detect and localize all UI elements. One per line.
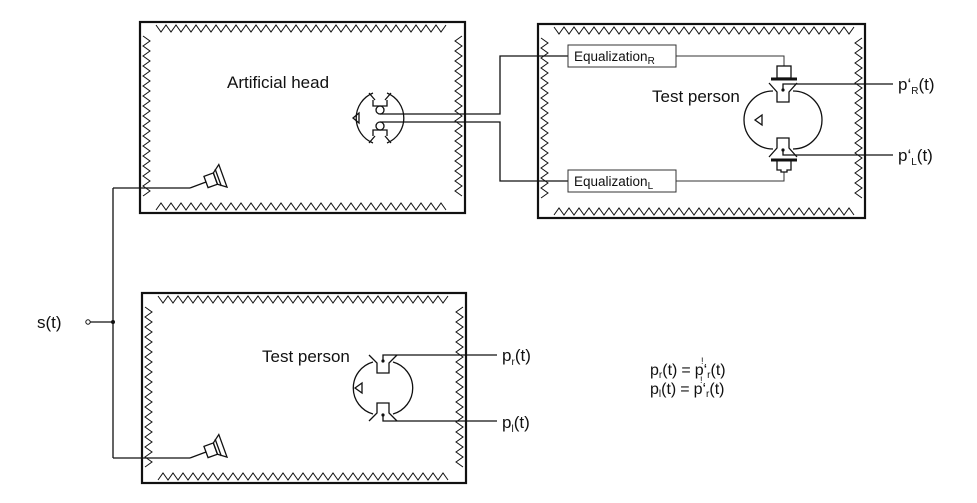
absorber-wedge [553,207,855,216]
loudspeaker-icon [189,163,229,189]
absorber-wedge [142,35,151,197]
input-terminal-icon[interactable] [85,319,91,325]
eq-right-to-headphone-wire [676,55,785,66]
right-channel-cable [380,55,568,115]
reference-test-person-label: Test person [262,347,350,366]
reference-test-person-icon [352,354,414,422]
loudspeaker-icon [189,433,229,459]
reference-room [140,291,468,485]
playback-right-signal-label: p‘R(t) [898,75,935,97]
absorber-wedge [454,35,463,197]
equation-left: pl(t)=p‘r(t) [650,381,725,400]
equalizer-left-subscript: L [648,181,654,192]
absorber-wedge [155,202,447,211]
source-signal-label: s(t) [37,313,62,332]
equalizer-left[interactable]: EqualizationL [567,169,677,193]
playback-test-person-icon [743,82,823,158]
reference-right-signal-label: pr(t) [502,346,531,368]
svg-text:EqualizationL: EqualizationL [574,174,654,192]
equation-right: pr(t)=p‘r(t) [650,362,726,381]
absorber-wedge [455,306,464,468]
artificial-head-label: Artificial head [227,73,329,92]
reference-left-probe-wire [382,415,497,422]
artificial-head-icon [351,92,405,144]
equalizer-right-label: Equalization [574,49,648,64]
equation-right-mark: ! [701,356,704,366]
headphone-right-icon [771,65,797,81]
left-channel-cable [380,121,568,182]
headphone-left-icon [771,158,797,173]
absorber-wedge [157,295,449,304]
absorber-wedge [157,472,449,481]
playback-test-person-label: Test person [652,87,740,106]
source-signal: s(t) [37,187,190,459]
equalizer-right-subscript: R [648,56,655,67]
absorber-wedge [553,26,855,35]
eq-left-to-headphone-wire [676,172,785,182]
reference-room-absorbers [144,295,464,481]
reference-room-wall [140,291,468,485]
playback-room [536,22,867,220]
reference-right-probe-wire [382,354,497,361]
playback-left-signal-label: p‘L(t) [898,146,933,168]
playback-right-probe-wire [782,83,893,89]
absorber-wedge [155,24,447,33]
svg-text:EqualizationR: EqualizationR [574,49,655,67]
absorber-wedge [854,37,863,199]
reference-left-signal-label: pl(t) [502,413,530,435]
recording-room [138,20,467,215]
absorber-wedge [540,37,549,199]
equation-left-mark: ! [700,375,703,385]
recording-room-absorbers [142,24,463,211]
playback-left-probe-wire [782,150,893,156]
equivalence-equations: pr(t)=p‘r(t) ! pl(t)=p‘r(t) ! [650,356,726,400]
equalizer-left-label: Equalization [574,174,648,189]
playback-room-wall [536,22,867,220]
equalizer-right[interactable]: EqualizationR [567,44,677,68]
playback-room-absorbers [540,26,863,216]
absorber-wedge [144,306,153,468]
recording-room-wall [138,20,467,215]
